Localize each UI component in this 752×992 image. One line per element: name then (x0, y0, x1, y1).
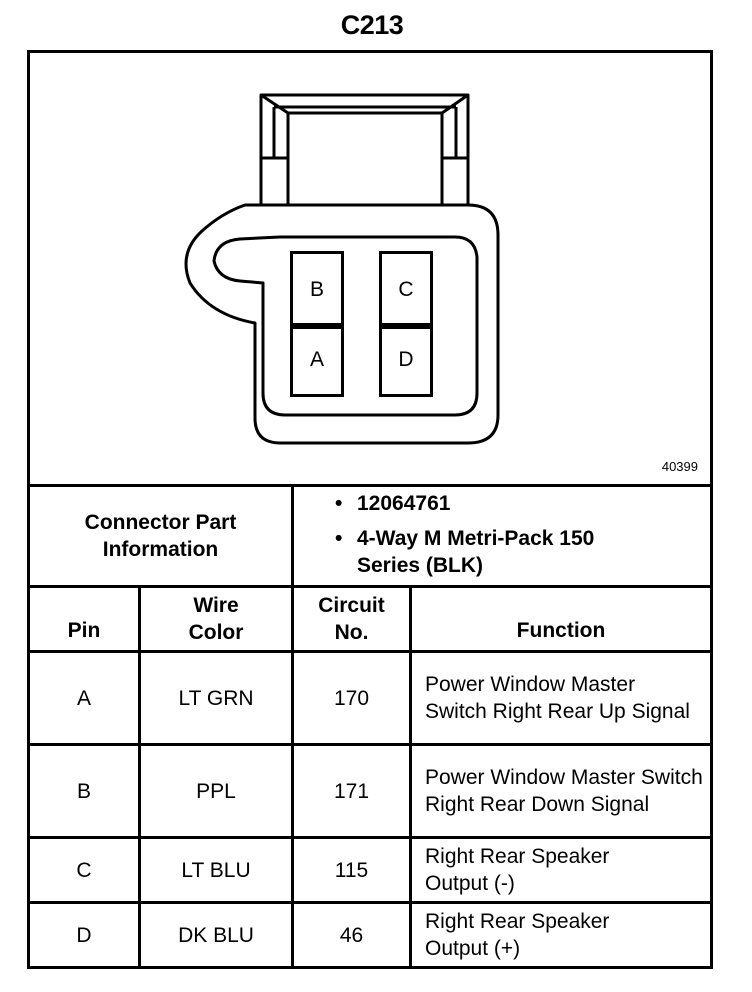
divider (138, 585, 141, 966)
connector-frame: B A C D 40399 Connector Part Information… (27, 50, 713, 969)
divider (409, 585, 412, 966)
connector-info-item: • 4-Way M Metri-Pack 150 Series (BLK) (335, 525, 695, 579)
connector-drawing (184, 93, 500, 445)
cell-function: Power Window Master Switch Right Rear Do… (425, 766, 703, 816)
cavity-A: A (290, 323, 344, 397)
divider (291, 484, 294, 966)
cell-pin: C (76, 858, 92, 882)
cavity-B: B (290, 251, 344, 329)
cell-function: Power Window Master Switch Right Rear Up… (425, 673, 690, 723)
cell-wire-color: LT BLU (181, 858, 251, 882)
bullet: • (335, 527, 343, 550)
divider (30, 836, 710, 839)
connector-info-list: • 12064761 • 4-Way M Metri-Pack 150 Seri… (335, 490, 695, 587)
cell-function: Right Rear Speaker Output (+) (425, 910, 610, 960)
divider (30, 585, 710, 588)
connector-diagram: B A C D 40399 (30, 53, 710, 485)
part-number: 12064761 (357, 492, 451, 515)
connector-info-item: • 12064761 (335, 490, 695, 517)
cavity-label: B (309, 278, 324, 301)
cavity-D: D (379, 323, 433, 397)
figure-number: 40399 (661, 459, 698, 474)
divider (30, 484, 710, 487)
cavity-label: C (398, 278, 414, 301)
cell-circuit-no: 170 (333, 686, 370, 710)
connector-latch (259, 93, 470, 207)
cell-pin: B (76, 779, 91, 803)
cell-wire-color: LT GRN (178, 686, 254, 710)
divider (30, 650, 710, 653)
cell-function: Right Rear Speaker Output (-) (425, 845, 610, 895)
header-function: Function (516, 619, 606, 642)
connector-title: C213 (340, 10, 404, 40)
cell-wire-color: DK BLU (178, 923, 254, 947)
header-circuit-no: Circuit No. (318, 594, 385, 644)
cell-pin: A (76, 686, 91, 710)
header-wire-color: Wire Color (188, 594, 244, 644)
bullet: • (335, 492, 343, 515)
cell-circuit-no: 115 (334, 858, 369, 882)
divider (30, 743, 710, 746)
divider (30, 901, 710, 904)
connector-inner-outline (212, 235, 479, 417)
connector-type: 4-Way M Metri-Pack 150 Series (BLK) (357, 527, 595, 577)
header-pin: Pin (67, 619, 101, 642)
connector-body-outline (184, 203, 500, 445)
cavity-label: A (309, 348, 324, 371)
cell-wire-color: PPL (196, 779, 236, 803)
cell-pin: D (76, 923, 92, 947)
cell-circuit-no: 171 (333, 779, 370, 803)
cavity-C: C (379, 251, 433, 329)
cell-circuit-no: 46 (339, 923, 364, 947)
cavity-label: D (398, 348, 414, 371)
connector-info-label: Connector Part Information (84, 511, 237, 561)
